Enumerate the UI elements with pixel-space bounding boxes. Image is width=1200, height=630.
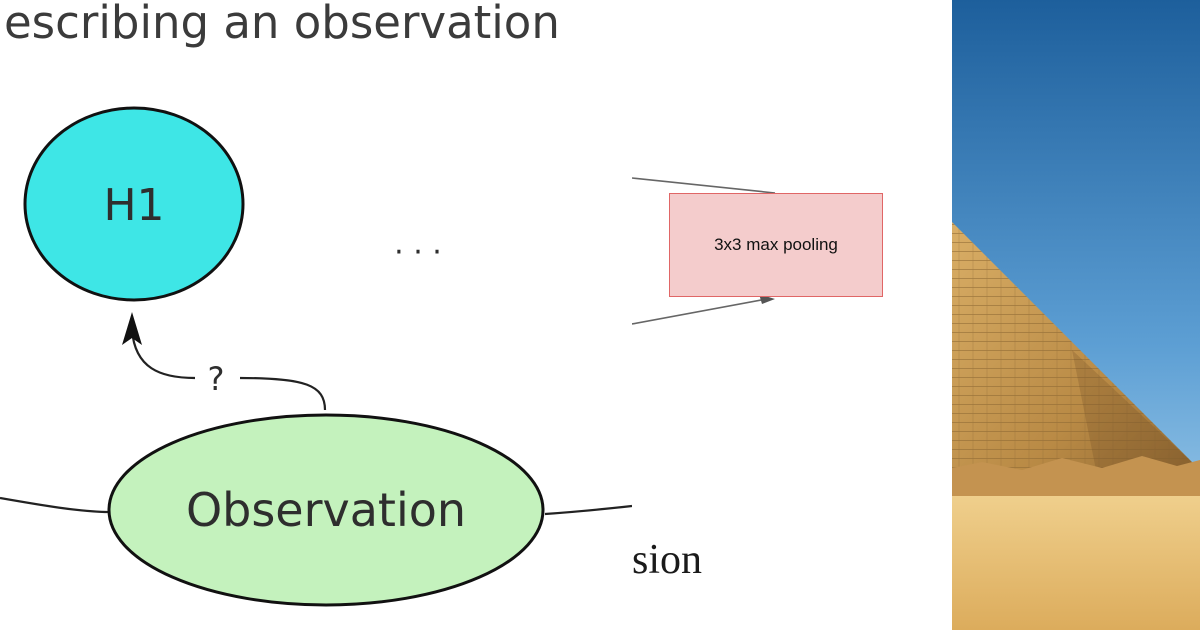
pyramid-photo-panel bbox=[952, 0, 1200, 630]
hypothesis-diagram: H1 · · · ? Observation bbox=[0, 106, 632, 607]
pyramid-shadow-face bbox=[1072, 350, 1200, 500]
max-pooling-label: 3x3 max pooling bbox=[714, 235, 838, 254]
observation-to-h1-arrow bbox=[130, 329, 196, 380]
pyramid-photo bbox=[952, 0, 1200, 630]
hypothesis-diagram-panel: H1 · · · ? Observation escribing an obse… bbox=[0, 0, 632, 607]
pyramid-blocks bbox=[952, 222, 1200, 500]
observation-node bbox=[107, 413, 545, 607]
edge-question-label: ? bbox=[208, 360, 225, 398]
diagram-title: escribing an observation bbox=[4, 0, 560, 49]
max-pooling-node: 3x3 max pooling bbox=[669, 193, 883, 297]
observation-label: Observation bbox=[186, 483, 466, 537]
pooling-diagram-panel: 3x3 max pooling rsion bbox=[632, 0, 952, 630]
hypothesis-label: H1 bbox=[103, 180, 164, 231]
ellipsis-text: · · · bbox=[394, 235, 442, 270]
rubble bbox=[952, 456, 1200, 500]
observation-to-h1-edge bbox=[239, 376, 327, 411]
pooling-input-line-top bbox=[632, 177, 776, 194]
hypothesis-node bbox=[23, 106, 245, 302]
arrowhead-icon bbox=[122, 312, 142, 345]
version-text-fragment: rsion bbox=[632, 537, 702, 583]
sand-ground bbox=[952, 496, 1200, 630]
observation-left-edge bbox=[0, 496, 111, 514]
pooling-input-line-bottom bbox=[632, 298, 768, 325]
observation-right-edge bbox=[544, 504, 632, 516]
